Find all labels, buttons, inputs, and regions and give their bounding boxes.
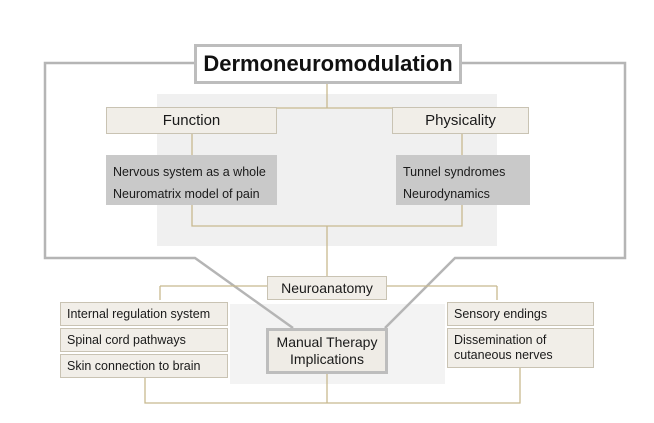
function-box: Function — [106, 107, 277, 134]
function-item: Nervous system as a whole — [113, 165, 266, 179]
title-box: Dermoneuromodulation — [194, 44, 462, 84]
physicality-item: Neurodynamics — [403, 187, 490, 201]
implications-line2: Implications — [290, 351, 364, 367]
left-list-item-text: Internal regulation system — [67, 307, 211, 321]
left-list-item: Internal regulation system — [60, 302, 228, 326]
implications-line1: Manual Therapy — [276, 334, 378, 350]
neuroanatomy-box: Neuroanatomy — [267, 276, 387, 300]
left-list-item-text: Spinal cord pathways — [67, 333, 186, 347]
function-list: Nervous system as a whole Neuromatrix mo… — [106, 155, 277, 205]
bottom-connector — [144, 368, 521, 404]
right-list-item-text: cutaneous nerves — [454, 348, 553, 362]
neuroanatomy-label: Neuroanatomy — [281, 280, 373, 296]
right-list-item-text: Sensory endings — [454, 307, 548, 321]
merge-line — [191, 205, 463, 227]
left-list-item-text: Skin connection to brain — [67, 359, 201, 373]
right-list-item-text: Dissemination of — [454, 333, 547, 347]
function-item: Neuromatrix model of pain — [113, 187, 260, 201]
physicality-box: Physicality — [392, 107, 529, 134]
physicality-list: Tunnel syndromes Neurodynamics — [396, 155, 530, 205]
outer-line-left — [43, 61, 294, 330]
right-list-item: Sensory endings — [447, 302, 594, 326]
manual-therapy-box: Manual Therapy Implications — [266, 328, 388, 374]
function-label: Function — [162, 112, 221, 129]
left-list-item: Spinal cord pathways — [60, 328, 228, 352]
right-list-item: Dissemination of cutaneous nerves — [447, 328, 594, 368]
physicality-item: Tunnel syndromes — [403, 165, 506, 179]
outer-line-right — [384, 61, 627, 329]
left-list-item: Skin connection to brain — [60, 354, 228, 378]
physicality-label: Physicality — [425, 112, 496, 129]
title-text: Dermoneuromodulation — [203, 51, 453, 76]
